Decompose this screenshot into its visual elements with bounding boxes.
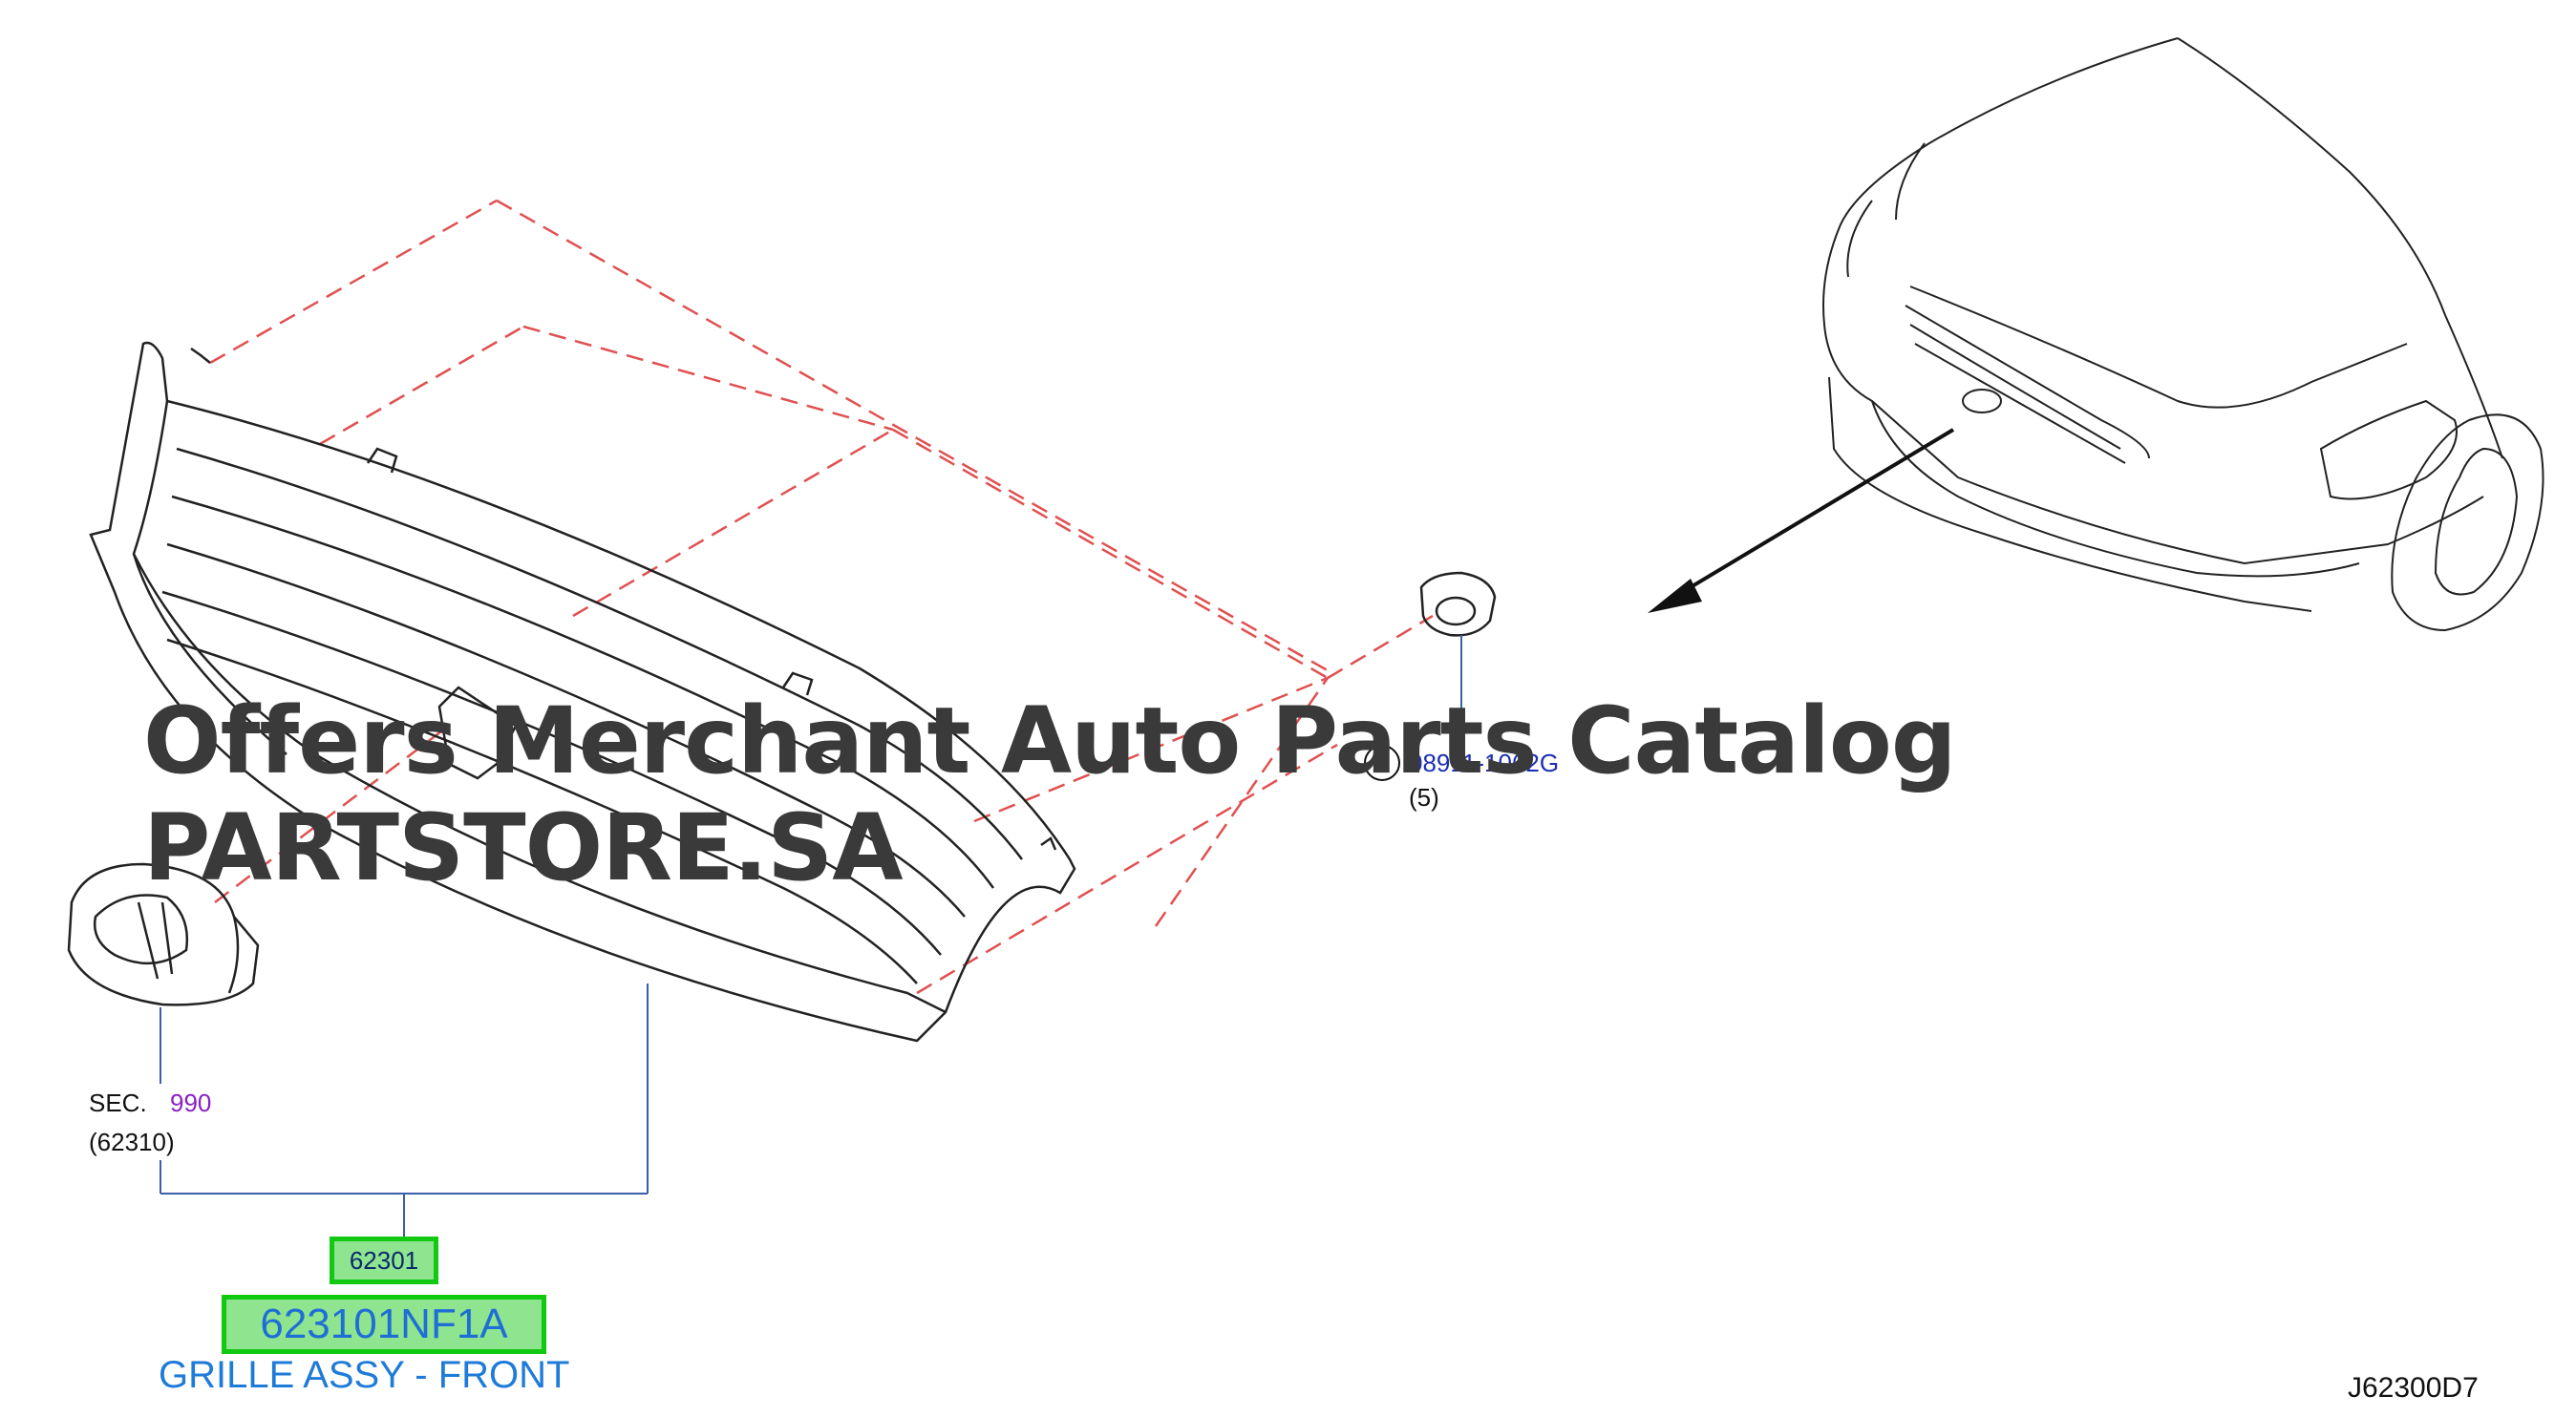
callout-ref-box[interactable]: 62301 xyxy=(330,1237,438,1284)
emblem-drawing xyxy=(67,862,260,1006)
section-ref-prefix: SEC. xyxy=(89,1089,147,1117)
clip-drawing xyxy=(1419,571,1497,637)
leader-lines xyxy=(160,635,1462,1237)
grille-assembly-drawing xyxy=(89,341,1076,1043)
vehicle-drawing xyxy=(1822,37,2544,632)
fastener-part-number[interactable]: 08911-1062G xyxy=(1409,749,1560,777)
dashed-guide-lines xyxy=(209,199,1434,995)
callout-part-number[interactable]: 623101NF1A xyxy=(222,1295,546,1354)
direction-arrow xyxy=(1648,428,1955,613)
watermark-text: Offers Merchant Auto Parts Catalog PARTS… xyxy=(143,687,1957,901)
fastener-quantity: (5) xyxy=(1409,783,1439,812)
section-ref-number[interactable]: 990 xyxy=(170,1089,212,1117)
section-ref-sub: (62310) xyxy=(89,1128,175,1156)
callout-description: GRILLE ASSY - FRONT xyxy=(159,1354,570,1396)
figure-code: J62300D7 xyxy=(2348,1372,2479,1404)
fastener-n-symbol: N xyxy=(1364,745,1400,781)
